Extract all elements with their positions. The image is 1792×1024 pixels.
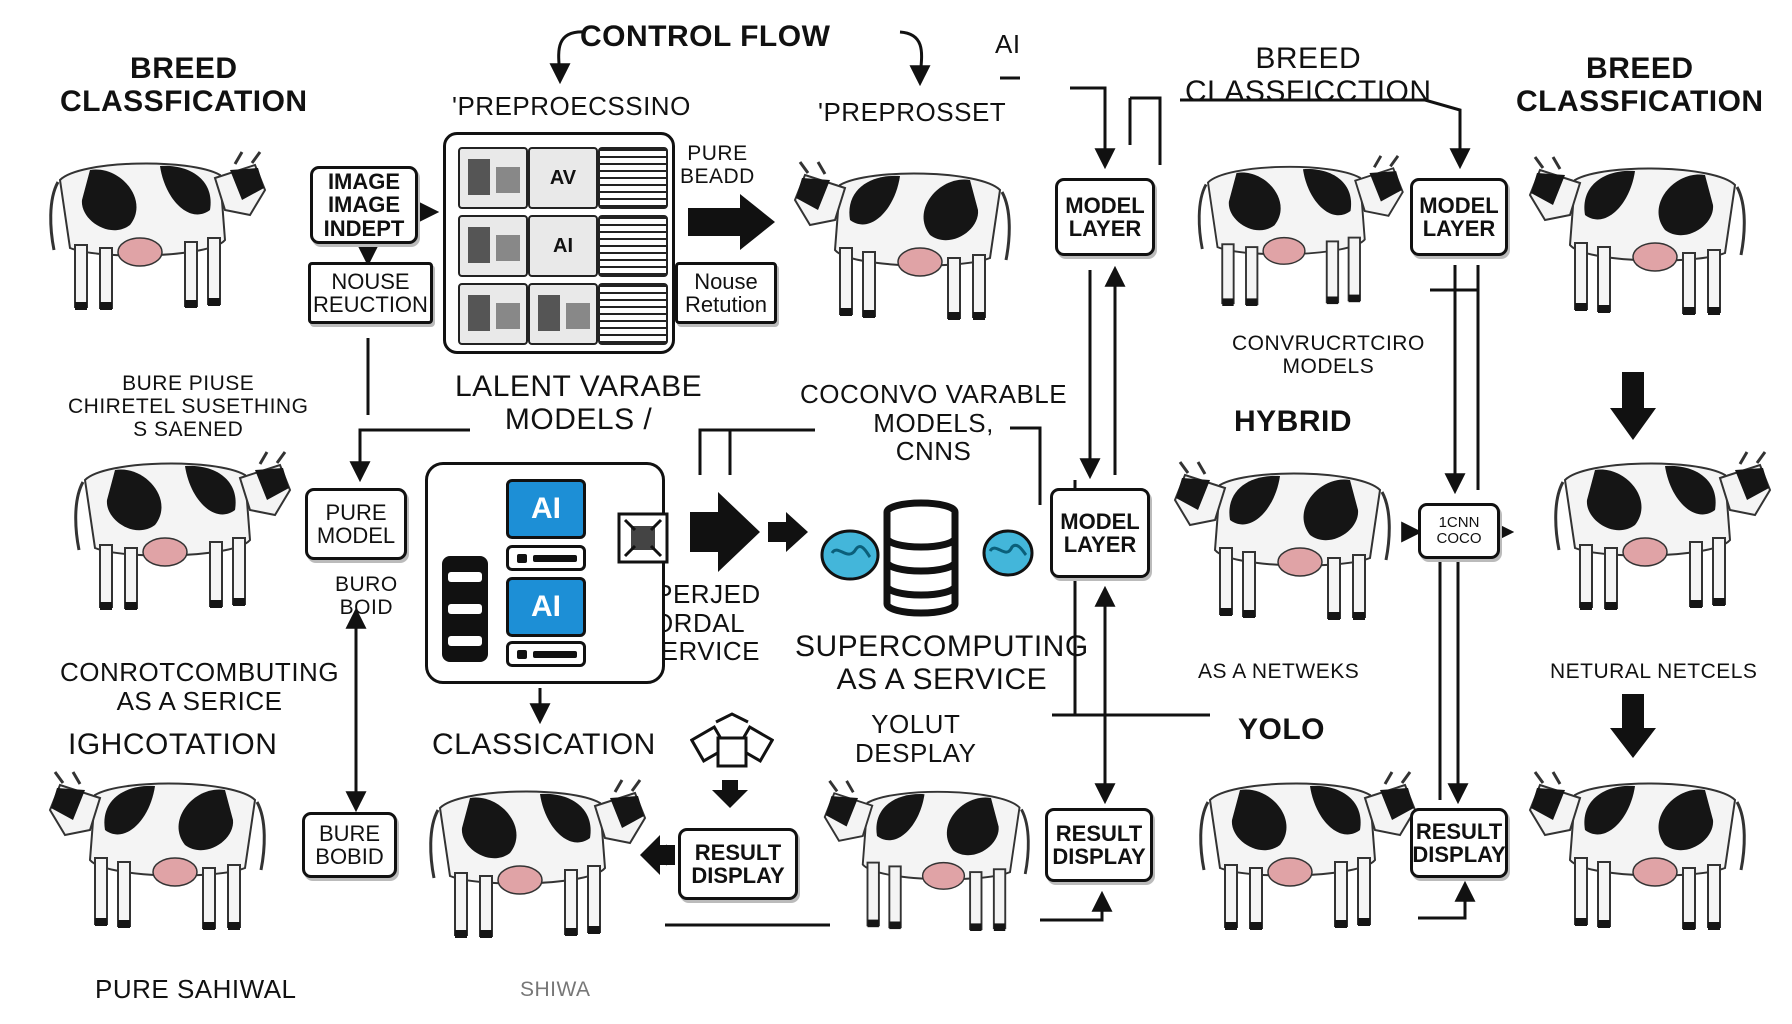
caption-bure-boid-small: BURO BOID: [335, 573, 398, 620]
block-arrow-right-2: [1610, 694, 1656, 758]
connector-coconvo-3: [1010, 426, 1042, 505]
caption-controcomputing: CONROTCOMBUTING AS A SERICE: [60, 657, 340, 716]
ai-device-2: [506, 641, 586, 667]
connector-breed-to-model: [1130, 96, 1162, 165]
cow-image: [793, 161, 1011, 320]
caption-shiwa: SHIWA: [520, 978, 591, 1001]
brain-icon-right: [982, 529, 1034, 577]
block-arrow-small: [768, 512, 808, 552]
heading-preprosset: 'PREPROSSET: [818, 97, 1007, 127]
server-tower-icon: [442, 556, 488, 662]
caption-as-networks: AS A NETWEKS: [1198, 660, 1360, 683]
heading-coconvo: COCONVO VARABLE MODELS, CNNS: [800, 379, 1068, 467]
heading-preprocessing: 'PREPROECSSINO: [452, 91, 691, 121]
ai-screen-2: AI: [506, 577, 586, 637]
thumb-grid-1: [598, 147, 668, 209]
block-arrow-right-1: [1610, 372, 1656, 440]
heading-breed-right: BREED CLASSFICATION: [1516, 52, 1764, 118]
connector-to-pure-model: [349, 428, 470, 483]
result-display-box-1: RESULT DISPLAY: [678, 828, 798, 900]
thumb-photo-3: [458, 283, 528, 345]
preprocessing-frame: AV AI: [443, 132, 675, 354]
heading-ightcotation: IGHCOTATION: [68, 728, 278, 761]
cow-image: [1199, 771, 1417, 930]
result-display-box-3: RESULT DISPLAY: [1410, 808, 1508, 878]
cow-image: [1528, 771, 1746, 930]
cow-image: [1197, 155, 1404, 306]
control-flow-right-swoop: [899, 30, 931, 87]
caption-netural-netels: NETURAL NETCELS: [1550, 660, 1758, 683]
control-flow-title: CONTROL FLOW: [580, 20, 831, 53]
heading-you-display: YOLUT DESPLAY: [855, 709, 977, 768]
cow-image: [74, 451, 292, 610]
small-cnn-box: 1CNN COCO: [1418, 503, 1500, 559]
cow-image: [49, 151, 267, 310]
heading-yolo: YOLO: [1238, 713, 1326, 746]
thumb-photo-2: [458, 215, 528, 277]
connector-mid-to-model: [1180, 98, 1471, 170]
connector-right-bottom: [1418, 880, 1476, 920]
noise-retution-box: Nouse Retution: [675, 262, 777, 324]
control-flow-left-swoop: [549, 30, 586, 85]
valve-icon: [690, 712, 774, 768]
noise-reduction-box: NOUSE REUCTION: [308, 262, 433, 324]
thumb-label-1: AV: [528, 147, 598, 209]
cow-image: [823, 780, 1030, 931]
chip-icon: [617, 512, 669, 564]
model-layer-box-2: MODEL LAYER: [1410, 178, 1508, 256]
block-arrow-result-left: [640, 835, 675, 875]
cow-image: [1528, 156, 1746, 315]
thumb-photo-4: [528, 283, 598, 345]
heading-breed-mid: BREED CLASSFICCTION: [1185, 42, 1432, 108]
caption-pure-beadd: PURE BEADD: [680, 142, 755, 189]
heading-breed-left: BREED CLASSFICATION: [60, 52, 308, 118]
connector-bottom-up: [1040, 890, 1113, 922]
brain-icon-left: [820, 529, 880, 581]
connector-coconvo-1: [698, 428, 815, 475]
cow-image: [1173, 461, 1391, 620]
thumb-grid-3: [598, 283, 668, 345]
caption-conortrotcing: CONVRUCRTCIRO MODELS: [1232, 332, 1425, 379]
block-arrow-preproc: [688, 194, 775, 250]
model-layer-box-1: MODEL LAYER: [1055, 178, 1155, 256]
thumb-photo-1: [458, 147, 528, 209]
heading-latent: LALENT VARABE MODELS /: [455, 370, 703, 436]
thumb-label-2: AI: [528, 215, 598, 277]
heading-supercomputing: SUPERCOMPUTING AS A SERVICE: [795, 630, 1089, 696]
cow-image: [48, 771, 266, 930]
database-icon: [883, 499, 959, 617]
cow-image: [1554, 451, 1772, 610]
result-display-box-2: RESULT DISPLAY: [1045, 808, 1153, 882]
image-input-box: IMAGE IMAGE INDEPT: [310, 166, 418, 244]
heading-hybrid: HYBRID: [1234, 405, 1353, 438]
bure-boid-box: BURE BOBID: [302, 812, 397, 878]
cow-image: [429, 779, 647, 938]
ai-device-1: [506, 545, 586, 571]
block-arrow-valve-down: [712, 780, 748, 808]
caption-bure-plise: BURE PIUSE CHIRETEL SUSETHING S SAENED: [68, 372, 309, 442]
pure-model-box: PURE MODEL: [305, 488, 407, 560]
thumb-grid-2: [598, 215, 668, 277]
top-ai-label: AI: [995, 29, 1021, 59]
block-arrow-ai: [690, 492, 760, 572]
ai-screen-1: AI: [506, 479, 586, 539]
heading-classication: CLASSICATION: [432, 728, 656, 761]
caption-pure-sahiwal: PURE SAHIWAL: [95, 974, 297, 1004]
connector-preproc-to-cow: [1070, 86, 1116, 170]
model-layer-box-3: MODEL LAYER: [1050, 488, 1150, 578]
